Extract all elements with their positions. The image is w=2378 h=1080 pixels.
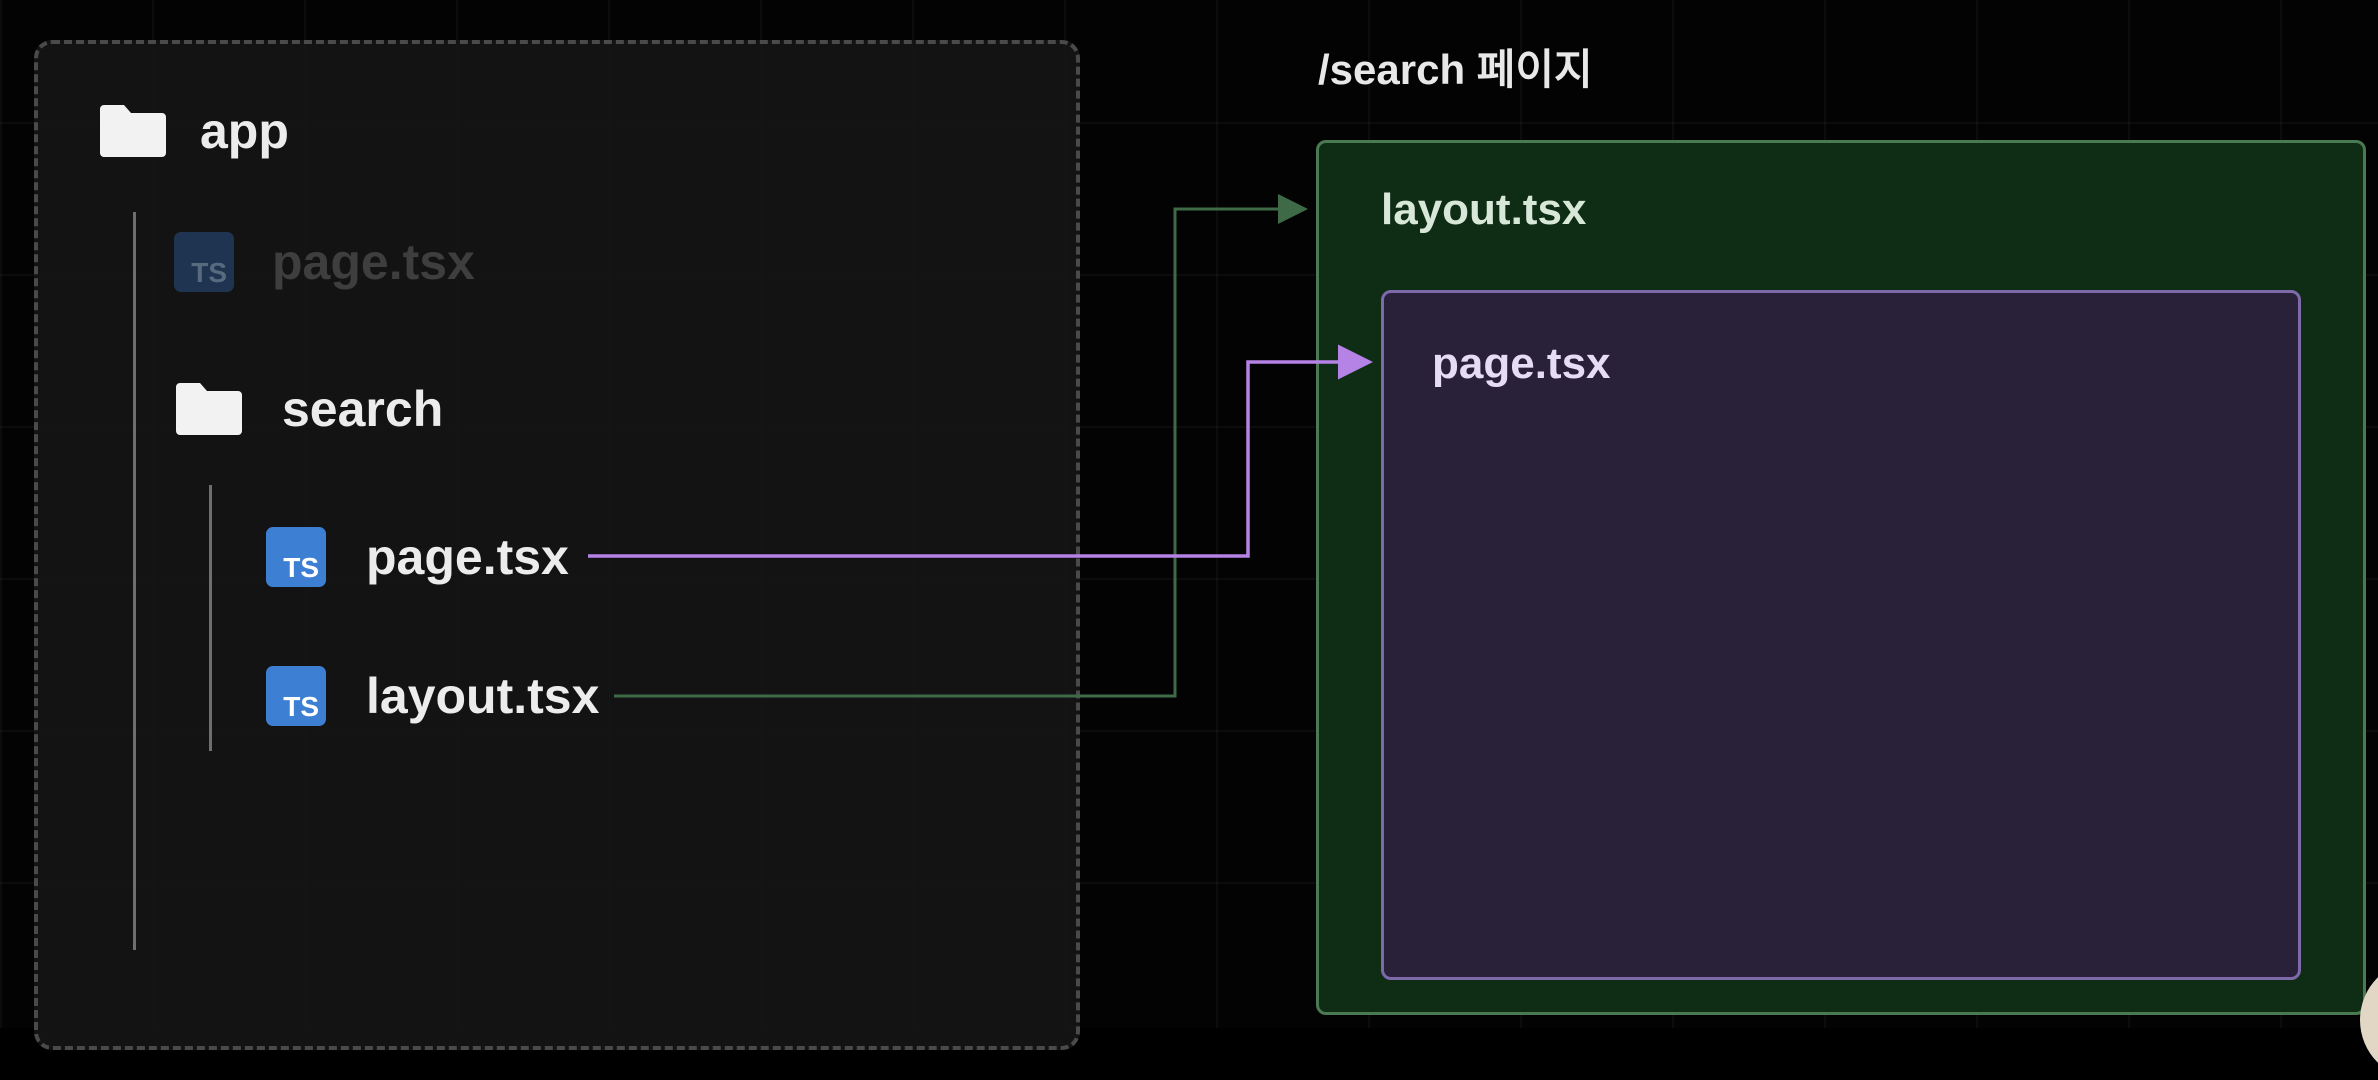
- tree-item-label: app: [200, 103, 289, 159]
- tree-item-label: page.tsx: [272, 234, 475, 290]
- preview-title: /search 페이지: [1318, 46, 1593, 93]
- page-box-label: page.tsx: [1432, 339, 1611, 388]
- tree-item-search[interactable]: search: [174, 374, 443, 444]
- layout-box-label: layout.tsx: [1381, 185, 1587, 234]
- tree-item-label: layout.tsx: [366, 668, 600, 724]
- tree-item-label: search: [282, 381, 444, 437]
- typescript-file-icon: TS: [266, 666, 326, 726]
- tree-item-label: page.tsx: [366, 529, 569, 585]
- folder-icon: [176, 383, 242, 435]
- typescript-file-icon: TS: [266, 527, 326, 587]
- tree-item-root-page[interactable]: TS page.tsx: [174, 227, 475, 297]
- tree-item-app[interactable]: app: [98, 96, 289, 166]
- tree-item-search-layout[interactable]: TS layout.tsx: [266, 661, 599, 731]
- tree-guide-line-app: [133, 212, 136, 950]
- folder-icon: [100, 105, 166, 157]
- typescript-file-icon: TS: [174, 232, 234, 292]
- tree-guide-line-search: [209, 485, 212, 751]
- page-preview-box: page.tsx: [1381, 290, 2301, 980]
- tree-item-search-page[interactable]: TS page.tsx: [266, 522, 569, 592]
